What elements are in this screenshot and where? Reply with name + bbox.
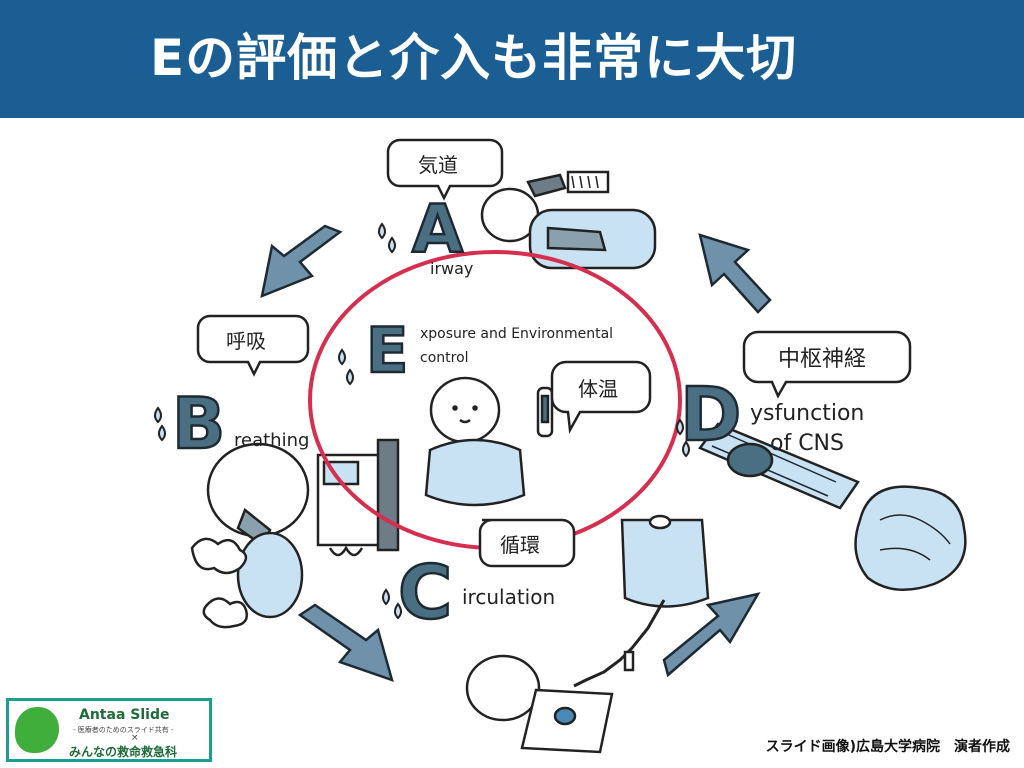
node-b: B reathing 呼吸: [171, 314, 309, 466]
label-exposure: xposure and Environmental: [420, 326, 613, 342]
logo-subtitle: - 医療者のためのスライド共有 -: [73, 726, 174, 734]
label-airway: irway: [430, 259, 473, 278]
node-c: C irculation 循環: [397, 518, 576, 637]
cycle-arrows: [260, 224, 772, 682]
cns-illustration: [698, 422, 967, 591]
letter-d: D: [680, 372, 741, 458]
arrow-b-to-c: [297, 603, 394, 682]
bubble-temperature: 体温: [578, 377, 618, 401]
title-bar: Eの評価と介入も非常に大切: [0, 0, 1024, 118]
arrow-a-to-b: [260, 224, 343, 299]
circulation-illustration: [465, 514, 710, 754]
arrow-c-to-d: [662, 592, 761, 678]
node-d: D ysfunction of CNS 中枢神経: [679, 330, 912, 459]
drops: [154, 222, 690, 620]
bubble-airway: 気道: [418, 153, 458, 177]
exposure-illustration: [424, 376, 554, 507]
label-circulation: irculation: [462, 585, 555, 609]
breathing-illustration: [190, 438, 400, 629]
letter-b: B: [172, 383, 225, 465]
logo-jp-name: みんなの救命救急科: [69, 745, 178, 759]
bubble-cns: 中枢神経: [778, 347, 866, 372]
letter-a: A: [412, 191, 463, 268]
label-of-cns: of CNS: [770, 431, 844, 456]
label-control: control: [420, 350, 469, 366]
airway-illustration: [480, 170, 657, 270]
logo-title: Antaa Slide: [79, 707, 170, 723]
node-a: A irway 気道: [386, 138, 504, 278]
slide-title: Eの評価と介入も非常に大切: [150, 29, 798, 87]
letter-c: C: [398, 550, 452, 636]
abcde-diagram: A irway 気道 B reathing 呼吸 C irculation 循環…: [154, 138, 967, 754]
arrow-d-to-a: [698, 233, 772, 314]
bubble-breathing: 呼吸: [226, 329, 266, 353]
logo-cross: ×: [131, 733, 139, 743]
label-breathing: reathing: [234, 430, 309, 451]
bubble-circulation: 循環: [500, 533, 540, 557]
label-dysfunction: ysfunction: [750, 401, 864, 426]
node-e: E xposure and Environmental control 体温: [365, 313, 652, 435]
leaf-logo-icon: [15, 707, 59, 753]
image-credit: スライド画像)広島大学病院 演者作成: [765, 739, 1010, 755]
letter-e: E: [366, 314, 408, 387]
antaa-logo: Antaa Slide - 医療者のためのスライド共有 - × みんなの救命救急…: [6, 698, 212, 762]
